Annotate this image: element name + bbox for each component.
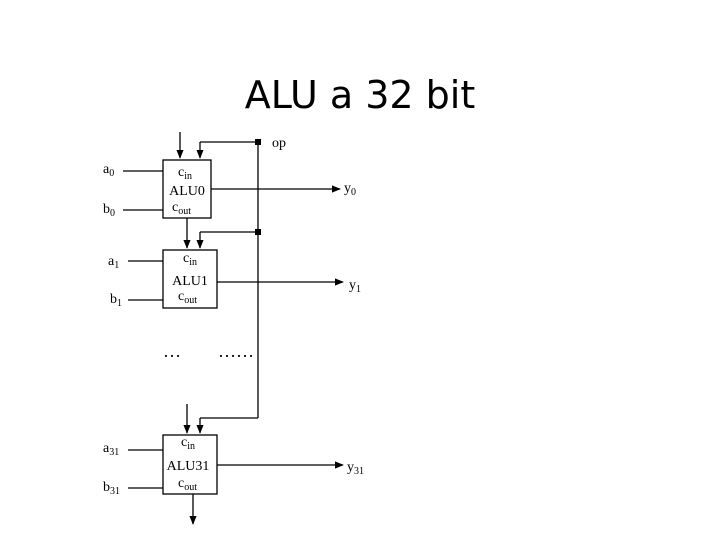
- cin-label: cin: [183, 251, 197, 268]
- cout-label: cout: [178, 289, 197, 306]
- input-a-label: a0: [103, 162, 114, 179]
- alu-name: ALU0: [169, 184, 205, 199]
- cout-label: cout: [172, 200, 191, 217]
- op-junction-dot: [255, 139, 261, 145]
- diagram-title: ALU a 32 bit: [245, 73, 476, 117]
- alu-name: ALU1: [172, 274, 208, 289]
- op-control-line: op: [196, 136, 286, 434]
- input-a-label: a1: [108, 254, 119, 271]
- ellipsis-carry-chain: …: [163, 341, 181, 361]
- alu-block: [162, 434, 218, 495]
- alu-1: cin ALU1 cout a1 b1 y1: [108, 249, 361, 309]
- ellipsis-control: ……: [218, 341, 254, 361]
- output-y-label: y0: [344, 181, 356, 198]
- input-b-label: b31: [103, 480, 120, 497]
- op-label: op: [272, 136, 286, 151]
- output-y-label: y31: [347, 460, 364, 477]
- alu-name: ALU31: [167, 459, 210, 474]
- alu-31: cin ALU31 cout a31 b31 y31: [103, 404, 364, 525]
- cout-label: cout: [178, 476, 197, 493]
- cin-label: cin: [181, 435, 195, 452]
- input-a-label: a31: [103, 441, 119, 458]
- output-y-label: y1: [349, 278, 361, 295]
- alu-block: [162, 249, 218, 309]
- input-b-label: b0: [103, 202, 115, 219]
- op-junction-dot: [255, 229, 261, 235]
- alu-0: cin ALU0 cout a0 b0 y0: [103, 132, 356, 249]
- cin-label: cin: [178, 165, 192, 182]
- input-b-label: b1: [110, 292, 122, 309]
